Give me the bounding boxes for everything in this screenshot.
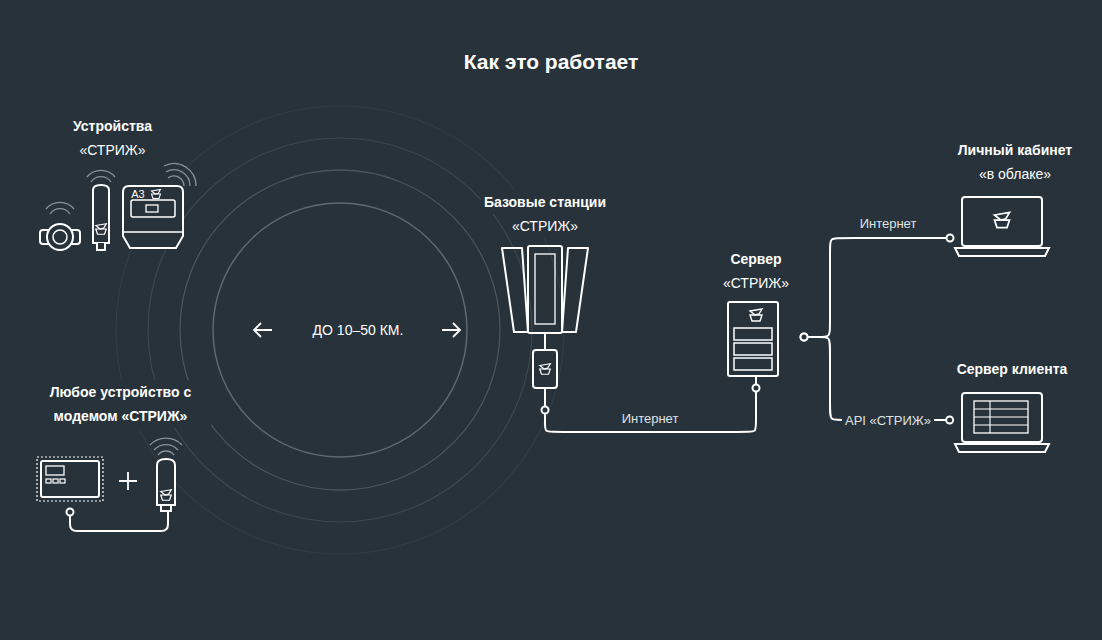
server-node: Сервер«СТРИЖ» — [708, 247, 804, 388]
client-server-node: Сервер клиента — [950, 357, 1075, 457]
connector-line — [804, 337, 950, 420]
strizh-devices — [40, 164, 196, 250]
server-rack — [728, 302, 778, 388]
base-station-node: Базовые станции«СТРИЖ» — [477, 190, 613, 410]
node-subtitle: «СТРИЖ» — [509, 214, 581, 238]
connector-label: Интернет — [619, 411, 682, 426]
node-heading: Сервер — [727, 247, 784, 271]
connector-end — [946, 417, 953, 424]
device-marking: A3 — [129, 188, 146, 200]
connector-end — [801, 334, 808, 341]
node-subtitle: «СТРИЖ» — [76, 138, 148, 162]
connector-end — [801, 334, 808, 341]
node-heading: Сервер клиента — [954, 357, 1071, 381]
connector-end — [542, 407, 549, 414]
node-subtitle: «в облаке» — [976, 162, 1054, 186]
distance-arrows — [254, 323, 460, 337]
cabinet-node: Личный кабинет«в облаке» — [950, 138, 1080, 260]
node-heading: Любое устройство с модемом «СТРИЖ» — [30, 380, 211, 428]
node-subtitle: «СТРИЖ» — [720, 271, 792, 295]
device-group: Устройства«СТРИЖ» — [30, 114, 195, 260]
laptops — [955, 197, 1049, 452]
modem-devices — [37, 438, 182, 531]
node-heading: Базовые станции — [481, 190, 609, 214]
connector-line — [545, 388, 756, 432]
diagram-title: Как это работает — [464, 50, 639, 74]
connector-line — [804, 238, 950, 337]
node-heading: Личный кабинет — [955, 138, 1075, 162]
connector-label: API «СТРИЖ» — [842, 413, 934, 428]
distance-label: ДО 10–50 КМ. — [311, 322, 406, 338]
base-station — [502, 246, 588, 410]
connector-end — [753, 385, 760, 392]
range-circles — [116, 106, 564, 554]
modem-device: Любое устройство с модемом «СТРИЖ» — [26, 380, 215, 536]
node-heading: Устройства — [70, 114, 155, 138]
connector-end — [947, 235, 954, 242]
connector-label: Интернет — [857, 216, 920, 231]
